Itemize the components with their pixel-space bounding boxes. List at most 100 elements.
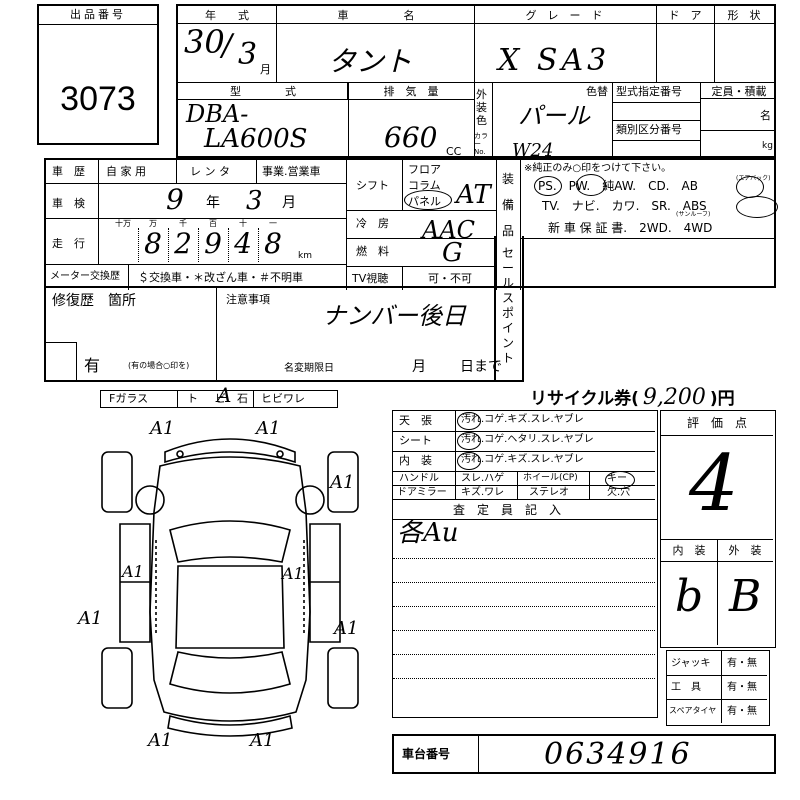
inspection-month: 3 xyxy=(246,186,263,216)
recycle-amount: 9,200 xyxy=(642,385,706,410)
inspector-area: 各Au xyxy=(392,518,658,718)
equipment-row2: TV. ナビ. カワ. SR. ABS xyxy=(542,199,707,213)
shift-value: AT xyxy=(456,180,491,210)
color-value: パール xyxy=(518,102,590,130)
damage-mark: A1 xyxy=(122,562,144,581)
notes-label: 注意事項 xyxy=(226,293,270,306)
tv-label: TV視聴 xyxy=(352,272,389,285)
jack-opts: 有・無 xyxy=(727,658,757,669)
ext-color-label: 外装色 xyxy=(476,88,487,127)
recycle: リサイクル券(9,200)円 xyxy=(530,384,735,410)
history-grid: 車 歴 自 家 用 レ ン タ 事業.営業車 車 検 9 年 3 月 走 行 十… xyxy=(44,158,778,290)
header-grid: 年 式 車 名 グ レ ー ド ド ア 形 状 30 / 3 月 タント X S… xyxy=(176,4,776,160)
mirror-label: ドアミラー xyxy=(397,487,447,498)
handle-label: ハンドル xyxy=(399,473,439,484)
damage-mark: A1 xyxy=(150,418,175,439)
repair-has: 有 xyxy=(84,356,101,375)
score-label: 評 価 点 xyxy=(686,416,747,430)
spare-opts: 有・無 xyxy=(727,706,757,717)
shift-column: コラム xyxy=(408,179,441,192)
capacity-label: 定員・積載 xyxy=(711,85,767,98)
damage-mark: A1 xyxy=(330,472,355,493)
rental: レ ン タ xyxy=(190,165,230,178)
door-label: ド ア xyxy=(668,9,702,22)
chassis-box: 車台番号 0634916 xyxy=(392,734,776,774)
year-label: 年 式 xyxy=(205,9,249,22)
ceiling-opts: 汚れ.コゲ.キズ.スレ.ヤブレ xyxy=(461,414,584,425)
deadline-month: 月 xyxy=(412,359,426,375)
type-num-label: 型式指定番号 xyxy=(616,85,682,98)
notes-text: ナンバー後日 xyxy=(322,302,466,330)
sunroof-sup: (サンルーフ) xyxy=(676,211,711,218)
history-label: 車 歴 xyxy=(52,165,85,178)
meter-options: ＄交換車・＊改ざん車・＃不明車 xyxy=(138,271,303,284)
car-name: タント xyxy=(328,45,413,78)
grade-value: X SA3 xyxy=(498,43,611,78)
color-no-label: カラーNo. xyxy=(474,132,488,156)
mile-unit-row: 十万 万 千 百 十 一 xyxy=(115,219,277,228)
equipment-label: 装備品 xyxy=(502,172,515,238)
tools-box: ジャッキ 有・無 工 具 有・無 スペアタイヤ 有・無 xyxy=(666,650,770,726)
chassis-label: 車台番号 xyxy=(402,747,451,761)
damage-mark: A1 xyxy=(148,730,173,751)
lot-box: 出品番号 3073 xyxy=(37,4,159,145)
inspection-year-unit: 年 xyxy=(206,195,220,211)
class-num-label: 類別区分番号 xyxy=(616,123,682,136)
disp-label: 排 気 量 xyxy=(383,85,439,98)
cc-unit: CC xyxy=(446,145,462,158)
score-box: 評 価 点 4 内 装 外 装 b B xyxy=(660,410,776,648)
exterior-score-label: 外 装 xyxy=(728,544,762,557)
lot-header: 出品番号 xyxy=(39,6,157,25)
shift-floor: フロア xyxy=(408,163,441,176)
meter-label: メーター交換歴 xyxy=(50,271,120,282)
trim-label: 内 装 xyxy=(399,454,432,467)
inspection-year: 9 xyxy=(166,183,184,216)
jack-label: ジャッキ xyxy=(671,658,711,669)
trim-opts: 汚れ.コゲ.キズ.スレ.ヤブレ xyxy=(461,454,584,465)
glass-f: Fガラス xyxy=(109,392,149,405)
equipment-note: ※純正のみ○印をつけて下さい。 xyxy=(524,163,672,174)
pw-circle xyxy=(576,174,606,196)
wheel-label: ホイール(CP) xyxy=(523,473,578,483)
inspection-label: 車 検 xyxy=(52,197,85,210)
ceiling-label: 天 張 xyxy=(399,414,432,427)
inspector-label: 査 定 員 記 入 xyxy=(453,503,562,517)
glass-ishi: 石 xyxy=(237,392,248,405)
km-unit: km xyxy=(298,251,312,261)
damage-mark: A1 xyxy=(78,608,103,629)
recycle-unit: )円 xyxy=(709,389,735,409)
damage-mark: A1 xyxy=(256,418,281,439)
ab-circle xyxy=(736,176,764,198)
score-value: 4 xyxy=(689,439,739,529)
month-unit: 月 xyxy=(260,63,271,76)
kg-unit: kg xyxy=(762,141,773,151)
grade-label: グ レ ー ド xyxy=(525,9,603,22)
interior-score-label: 内 装 xyxy=(672,544,706,557)
tv-options: 可・不可 xyxy=(428,272,472,285)
missing-label: 欠.穴 xyxy=(607,487,631,498)
private-use: 自 家 用 xyxy=(106,165,146,178)
glass-mark: A xyxy=(217,383,232,407)
deadline-day: 日まで xyxy=(460,359,502,375)
chassis-value: 0634916 xyxy=(544,737,692,772)
glass-to: ト xyxy=(187,392,198,405)
disp-value: 660 xyxy=(384,121,438,154)
recycle-label: リサイクル券( xyxy=(530,389,639,409)
name-label: 車 名 xyxy=(337,9,415,22)
equipment-row3: 新 車 保 証 書. 2WD. 4WD xyxy=(548,221,713,235)
stereo-label: ステレオ xyxy=(529,487,569,498)
interior-score: b xyxy=(675,571,704,622)
month-value: 3 xyxy=(238,37,258,72)
exterior-score: B xyxy=(729,571,762,622)
seat-label: シート xyxy=(399,434,432,447)
damage-mark: A1 xyxy=(334,618,359,639)
deadline-label: 名変期限日 xyxy=(284,363,334,374)
ps-circle xyxy=(534,176,562,196)
tools-opts: 有・無 xyxy=(727,682,757,693)
car-diagram xyxy=(101,438,359,737)
model-prefix: DBA- xyxy=(186,100,249,128)
interior-table: 天 張 汚れ.コゲ.キズ.スレ.ヤブレ シート 汚れ.コゲ.ヘタリ.スレ.ヤブレ… xyxy=(392,410,658,520)
fuel-value: G xyxy=(442,238,463,268)
model-label: 型 式 xyxy=(230,85,296,98)
capacity-unit: 名 xyxy=(760,109,771,122)
